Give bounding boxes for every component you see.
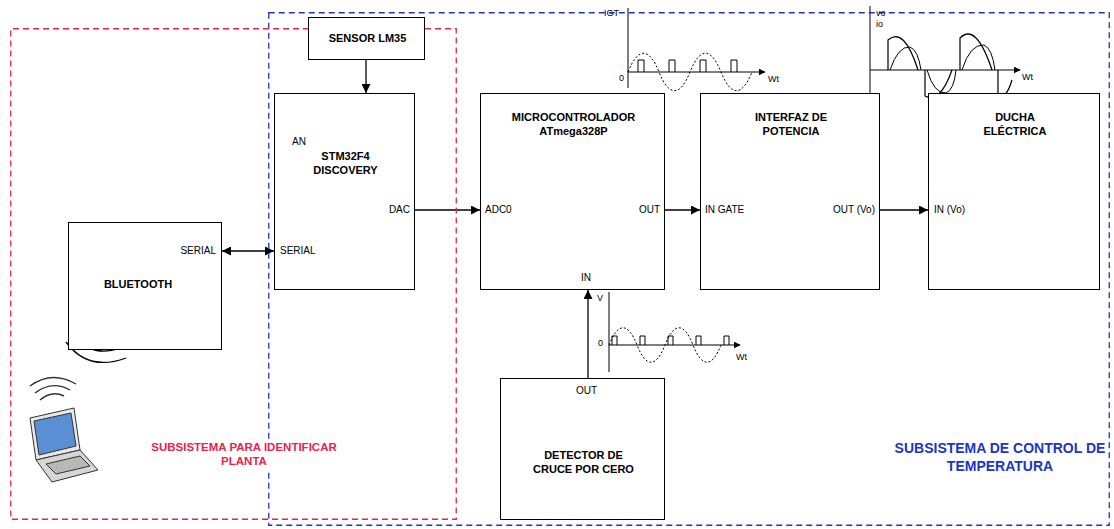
zero-cross-detector-box: DETECTOR DE CRUCE POR CERO xyxy=(500,378,665,520)
pin-label: IN xyxy=(581,272,591,284)
signal-arrow xyxy=(222,250,274,251)
laptop-icon xyxy=(30,377,98,482)
box-title: DUCHA ELÉCTRICA xyxy=(972,111,1058,139)
zero-cross-graph xyxy=(609,292,740,372)
dotted-sine xyxy=(628,53,752,91)
pin-label: OUT (Vo) xyxy=(833,204,875,216)
signal-arrow xyxy=(665,209,700,210)
mcu-box: MICROCONTROLADOR ATmega328P xyxy=(480,93,665,290)
x-axis xyxy=(628,72,765,73)
axis-label: Wt xyxy=(768,74,779,85)
region-title: SUBSISTEMA PARA IDENTIFICAR PLANTA xyxy=(135,440,353,469)
region-title: SUBSISTEMA DE CONTROL DE TEMPERATURA xyxy=(894,440,1106,475)
pin-label: SERIAL xyxy=(280,245,316,257)
pin-label: DAC xyxy=(389,204,410,216)
pin-label: SERIAL xyxy=(180,245,216,257)
box-title: DETECTOR DE CRUCE POR CERO xyxy=(528,449,640,477)
pin-label: OUT xyxy=(576,385,597,397)
gate-pulses xyxy=(638,60,737,72)
box-title: BLUETOOTH xyxy=(93,278,183,292)
zero-cross-pulses xyxy=(612,336,729,345)
axis-label: vo xyxy=(876,8,886,19)
gate-pulse-graph xyxy=(628,8,765,91)
io-wave xyxy=(962,45,995,70)
power-interface-box: INTERFAZ DE POTENCIA xyxy=(700,93,880,290)
io-wave xyxy=(927,70,956,93)
box-title: STM32F4 DISCOVERY xyxy=(304,150,388,178)
axis-label: 0 xyxy=(619,73,624,84)
output-wave-graph xyxy=(870,6,1020,98)
axis-label: Wt xyxy=(1022,72,1033,83)
dashed-border xyxy=(11,29,457,520)
axis-label: 0 xyxy=(598,338,603,349)
axis-label: io xyxy=(876,19,883,30)
box-title: MICROCONTROLADOR ATmega328P xyxy=(504,111,644,139)
signal-arrow xyxy=(587,290,588,378)
shower-box: DUCHA ELÉCTRICA xyxy=(928,93,1100,290)
vo-wave xyxy=(888,37,918,70)
signal-arrow xyxy=(415,209,480,210)
y-axis xyxy=(870,6,871,96)
axis-label: Wt xyxy=(736,352,747,363)
pin-label: AN xyxy=(292,136,306,148)
subsystem-region: SUBSISTEMA PARA IDENTIFICAR PLANTA BLUETO… xyxy=(10,28,457,520)
dashed-border xyxy=(269,13,1110,526)
board-box: STM32F4 DISCOVERY xyxy=(274,93,415,290)
pin-label: IN (Vo) xyxy=(934,204,965,216)
io-wave xyxy=(890,47,921,70)
bluetooth-box: BLUETOOTH xyxy=(68,222,222,350)
pin-label: IN GATE xyxy=(705,204,744,216)
y-axis xyxy=(628,8,629,88)
y-axis xyxy=(609,292,610,372)
box-title: INTERFAZ DE POTENCIA xyxy=(741,111,841,139)
signal-arrow xyxy=(880,209,928,210)
sensor-box: SENSOR LM35 xyxy=(308,17,425,60)
pin-label: OUT xyxy=(639,204,660,216)
axis-label: V xyxy=(597,293,603,304)
vo-wave xyxy=(960,34,992,70)
dotted-sine xyxy=(609,328,721,363)
box-title: SENSOR LM35 xyxy=(315,32,420,46)
subsystem-region: SUBSISTEMA DE CONTROL DE TEMPERATURA SENS… xyxy=(268,12,1110,526)
axis-label: IGT xyxy=(604,8,619,19)
pin-label: ADC0 xyxy=(485,204,512,216)
signal-arrow xyxy=(365,60,366,93)
